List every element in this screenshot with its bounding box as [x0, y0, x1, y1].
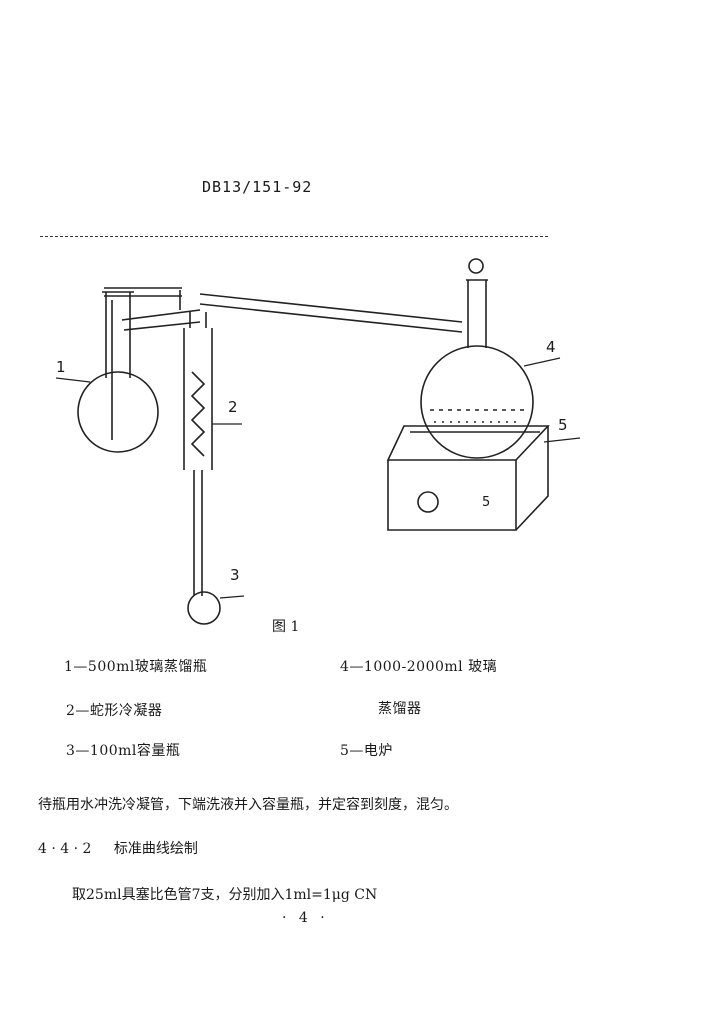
legend-item-2: 2—蛇形冷凝器 — [66, 703, 163, 719]
delivery-tube — [199, 293, 463, 333]
callout-leaders — [55, 357, 581, 599]
flask-1 — [77, 291, 159, 453]
section-title: 标准曲线绘制 — [113, 841, 198, 857]
body-paragraph-1: 待瓶用水冲洗冷凝管，下端洗液并入容量瓶，并定容到刻度，混匀。 — [38, 797, 458, 813]
legend-item-5: 5—电炉 — [340, 743, 393, 759]
header-rule — [40, 236, 548, 237]
section-heading: 4 · 4 · 2 标准曲线绘制 — [38, 838, 198, 858]
volumetric-flask-3 — [187, 591, 221, 625]
distillation-apparatus-figure: 1 2 3 4 5 5 — [55, 258, 581, 625]
legend-item-4-continued: 蒸馏器 — [378, 701, 422, 717]
figure-caption: 图 1 — [272, 619, 300, 635]
callout-2: 2 — [228, 398, 238, 416]
distillation-flask-4 — [420, 258, 534, 459]
callout-5: 5 — [558, 416, 568, 434]
callout-3: 3 — [230, 566, 240, 584]
section-number: 4 · 4 · 2 — [38, 841, 92, 857]
legend-item-1: 1—500ml玻璃蒸馏瓶 — [64, 659, 208, 675]
electric-stove-5 — [386, 425, 550, 531]
legend-item-4: 4—1000-2000ml 玻璃 — [340, 659, 498, 675]
page-number: · 4 · — [282, 910, 329, 926]
legend-item-3: 3—100ml容量瓶 — [66, 743, 181, 759]
standard-code: DB13/151-92 — [202, 178, 313, 196]
coil-condenser-2 — [183, 312, 213, 596]
heater-panel-label: 5 — [482, 495, 490, 510]
body-paragraph-2: 取25ml具塞比色管7支，分别加入1ml=1μg CN — [72, 887, 378, 903]
callout-1: 1 — [56, 358, 66, 376]
connecting-tube — [104, 287, 201, 331]
callout-4: 4 — [546, 338, 556, 356]
